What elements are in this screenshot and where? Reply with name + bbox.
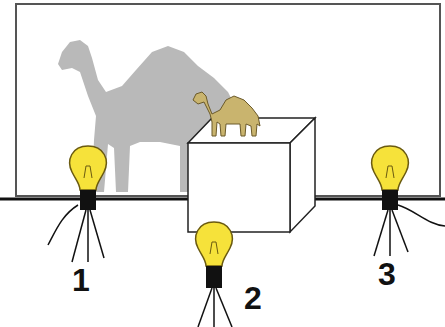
light-bulb xyxy=(196,222,233,327)
light-bulb xyxy=(48,146,106,262)
callout-number: 2 xyxy=(244,282,262,314)
callout-number: 1 xyxy=(72,264,90,296)
callout-number: 3 xyxy=(378,258,396,290)
camel-figure xyxy=(193,92,260,136)
light-bulb xyxy=(372,146,445,256)
